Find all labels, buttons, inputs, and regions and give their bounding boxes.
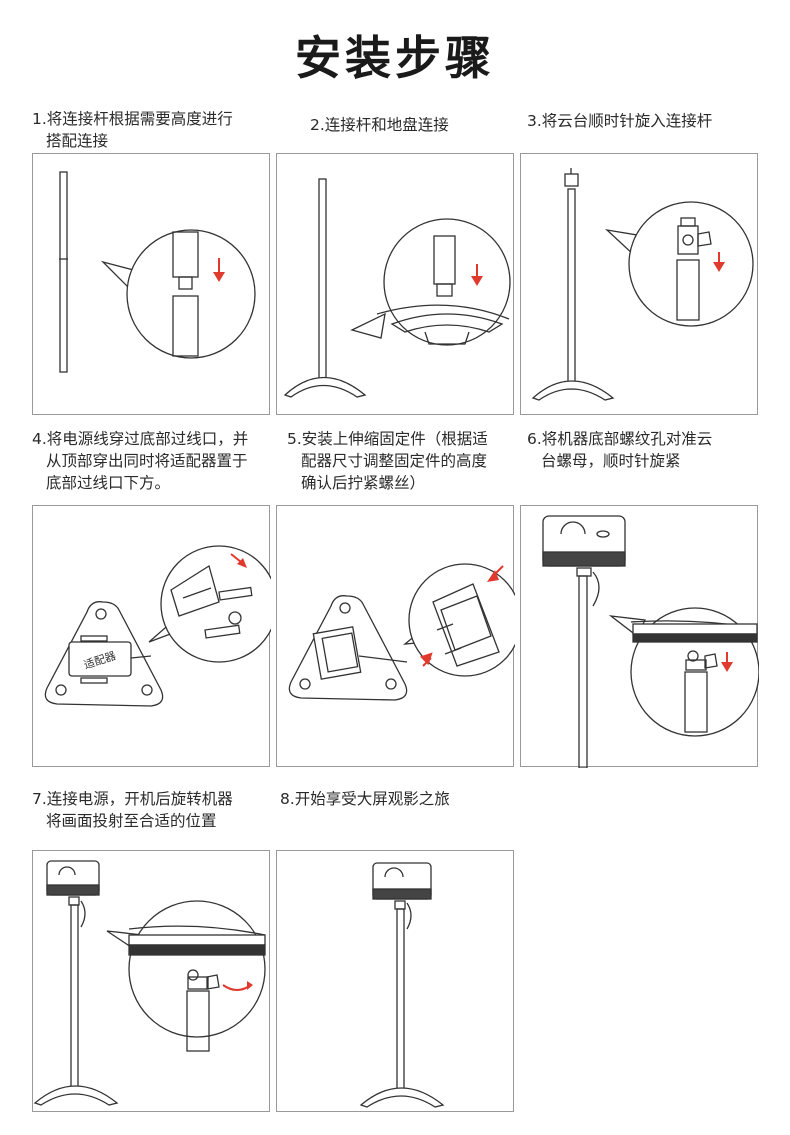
step-6-line-2: 台螺母，顺时针旋紧 [541,452,681,470]
step-1-line-2: 搭配连接 [46,132,109,150]
connecting-rod [396,908,405,1092]
step-3-illustration [520,153,758,415]
down-arrow-icon [213,258,225,282]
connecting-rod [318,178,327,380]
power-adapter [68,641,132,677]
step-5-illustration [276,505,515,767]
connecting-rod [70,904,79,1091]
step-5-line-3: 确认后拧紧螺丝） [301,474,426,492]
base-plate [359,1087,445,1108]
base-plate [531,380,615,401]
arrow-icon [230,553,247,568]
step-7-line-2: 将画面投射至合适的位置 [46,812,217,830]
connecting-rod [567,188,576,390]
step-4-line-3: 底部过线口下方。 [46,474,171,492]
step-2-caption: 2.连接杆和地盘连接 [310,114,449,136]
step-3-line-1: 3.将云台顺时针旋入连接杆 [527,112,713,130]
step-8-line-1: 8.开始享受大屏观影之旅 [280,790,450,808]
step-4-illustration: 适配器 [32,505,271,767]
page-title: 安装步骤 [295,31,495,85]
down-arrow-icon [713,252,725,272]
step-6-caption: 6.将机器底部螺纹孔对准云 台螺母，顺时针旋紧 [527,428,712,472]
rod-bottom-segment [172,295,199,357]
step-7-caption: 7.连接电源，开机后旋转机器 将画面投射至合适的位置 [32,788,233,832]
step-4-line-1: 4.将电源线穿过底部过线口，并 [32,430,249,448]
telescopic-holder [312,626,362,680]
step-5-caption: 5.安装上伸缩固定件（根据适 配器尺寸调整固定件的高度 确认后拧紧螺丝） [287,428,488,494]
step-1-line-1: 1.将连接杆根据需要高度进行 [32,110,233,128]
down-arrow-icon [471,264,483,286]
step-2-illustration [276,153,514,415]
step-4-line-2: 从顶部穿出同时将适配器置于 [46,452,248,470]
step-3-caption: 3.将云台顺时针旋入连接杆 [527,110,712,132]
step-6-illustration [520,505,759,768]
step-1-illustration [32,153,270,415]
step-6-line-1: 6.将机器底部螺纹孔对准云 [527,430,713,448]
step-4-caption: 4.将电源线穿过底部过线口，并 从顶部穿出同时将适配器置于 底部过线口下方。 [32,428,248,494]
step-2-line-1: 2.连接杆和地盘连接 [310,116,449,134]
base-plate [33,1085,119,1106]
step-5-line-1: 5.安装上伸缩固定件（根据适 [287,430,488,448]
down-arrow-icon [721,652,733,672]
connecting-rod [59,171,68,373]
step-8-caption: 8.开始享受大屏观影之旅 [280,788,450,810]
step-1-caption: 1.将连接杆根据需要高度进行 搭配连接 [32,108,233,152]
rotate-arrow-icon [222,981,253,991]
base-plate [283,376,367,398]
step-7-line-1: 7.连接电源，开机后旋转机器 [32,790,233,808]
step-8-illustration [276,850,514,1112]
step-7-illustration [32,850,270,1112]
step-5-line-2: 配器尺寸调整固定件的高度 [301,452,488,470]
connecting-rod [578,575,588,768]
